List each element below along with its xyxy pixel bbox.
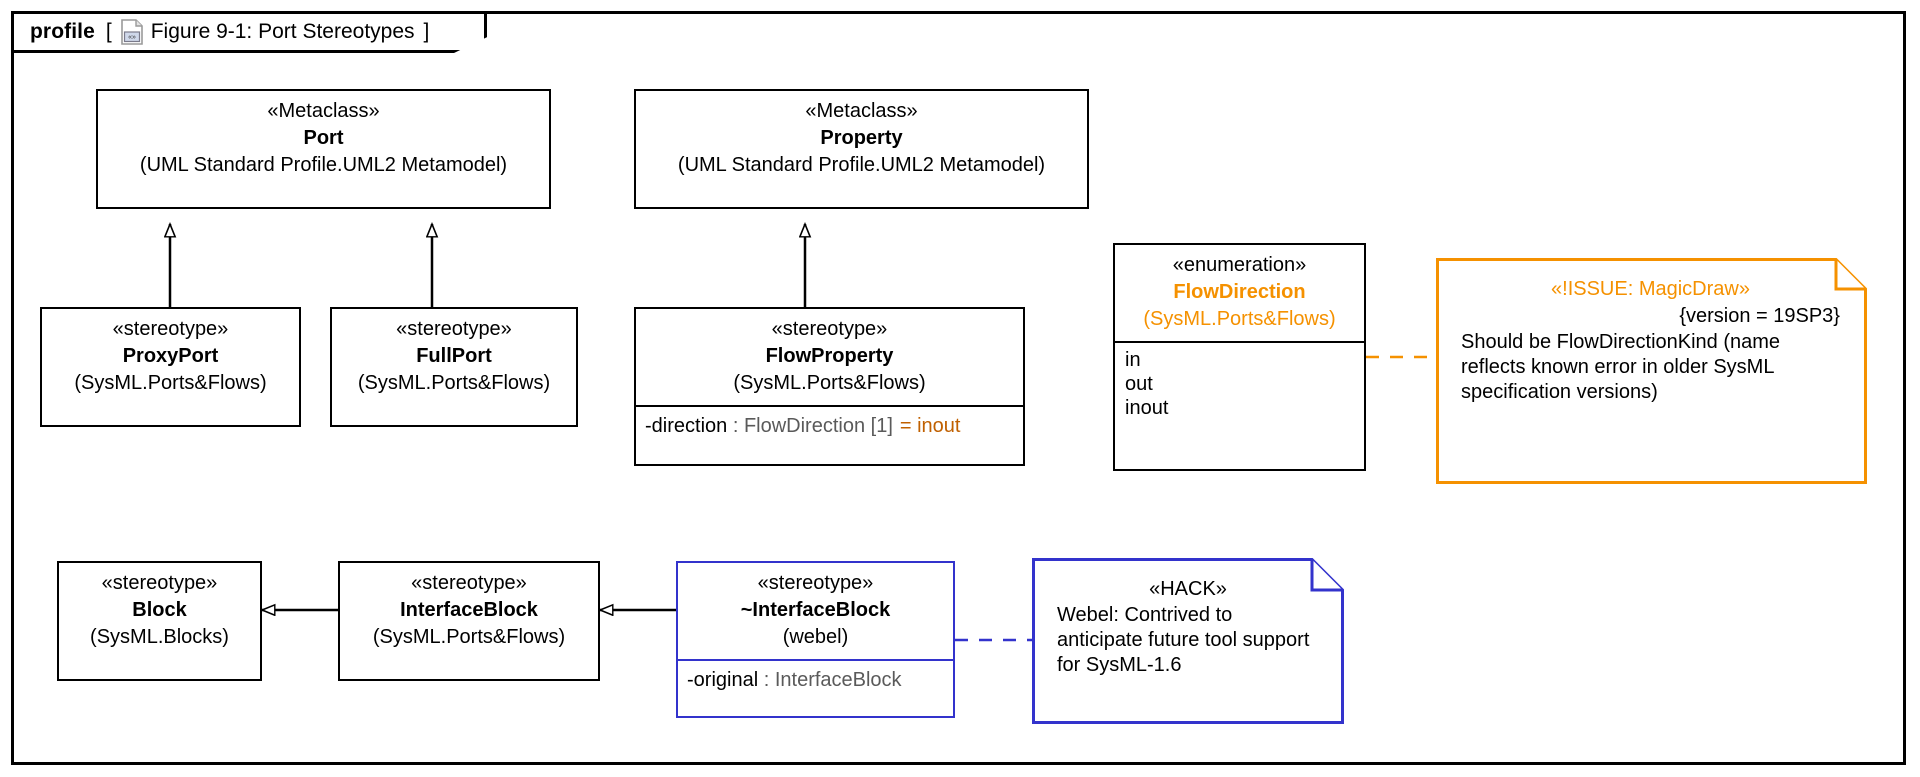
flowproperty-compartment-divider xyxy=(636,405,1023,407)
frame-header-tab: profile [ «» Figure 9-1: Port Stereotype… xyxy=(11,11,488,53)
class-box-proxyport[interactable]: «stereotype» ProxyPort (SysML.Ports&Flow… xyxy=(40,307,301,427)
block-stereotype-label: «stereotype» xyxy=(101,572,218,594)
flowdirection-compartment-divider xyxy=(1115,341,1364,343)
diagram-document-icon: «» xyxy=(120,19,143,45)
fullport-stereotype-label: «stereotype» xyxy=(396,318,512,340)
property-name: Property xyxy=(820,127,903,149)
port-name: Port xyxy=(303,127,344,149)
tilde-interfaceblock-attribute-name: -original xyxy=(687,669,759,691)
interfaceblock-qualified-name: (SysML.Ports&Flows) xyxy=(372,626,566,648)
note-issue-shape xyxy=(1436,258,1867,484)
fullport-name: FullPort xyxy=(416,345,492,367)
tilde-interfaceblock-stereotype-label: «stereotype» xyxy=(757,572,874,594)
port-qualified-name: (UML Standard Profile.UML2 Metamodel) xyxy=(139,154,508,176)
tilde-interfaceblock-qualified-name: (webel) xyxy=(782,626,849,648)
class-box-property[interactable]: «Metaclass» Property (UML Standard Profi… xyxy=(634,89,1089,209)
flowdirection-name: FlowDirection xyxy=(1173,281,1306,303)
class-box-flowdirection[interactable]: «enumeration» FlowDirection (SysML.Ports… xyxy=(1113,243,1366,471)
proxyport-name: ProxyPort xyxy=(122,345,219,367)
flowproperty-qualified-name: (SysML.Ports&Flows) xyxy=(733,372,926,394)
flowdirection-qualified-name: (SysML.Ports&Flows) xyxy=(1143,308,1336,330)
flowproperty-attribute-name: -direction xyxy=(645,415,728,437)
flowproperty-attribute-type: FlowDirection [1] xyxy=(743,415,893,437)
frame-bracket-open: [ xyxy=(105,20,112,43)
flowdirection-literal-out: out xyxy=(1125,373,1153,395)
flowproperty-attribute-colon: : xyxy=(727,415,744,437)
class-box-flowproperty[interactable]: «stereotype» FlowProperty (SysML.Ports&F… xyxy=(634,307,1025,466)
note-issue-body: Should be FlowDirectionKind (name reflec… xyxy=(1461,331,1781,403)
note-issue-version: {version = 19SP3} xyxy=(1679,305,1840,327)
flowproperty-stereotype-label: «stereotype» xyxy=(771,318,888,340)
note-issue-title: «!ISSUE: MagicDraw» xyxy=(1551,278,1750,300)
proxyport-qualified-name: (SysML.Ports&Flows) xyxy=(74,372,267,394)
tilde-interfaceblock-attribute-colon: : xyxy=(758,669,775,691)
block-qualified-name: (SysML.Blocks) xyxy=(90,626,229,648)
frame-kind-label: profile xyxy=(30,20,95,43)
flowdirection-literal-inout: inout xyxy=(1125,397,1169,419)
flowproperty-attribute-default: = inout xyxy=(899,415,961,437)
frame-title: Figure 9-1: Port Stereotypes xyxy=(150,20,415,43)
proxyport-stereotype-label: «stereotype» xyxy=(112,318,229,340)
note-hack-shape xyxy=(1032,558,1344,724)
flowdirection-stereotype-label: «enumeration» xyxy=(1172,254,1307,276)
tilde-interfaceblock-name: ~InterfaceBlock xyxy=(740,599,891,621)
class-box-fullport[interactable]: «stereotype» FullPort (SysML.Ports&Flows… xyxy=(330,307,578,427)
tilde-interfaceblock-attribute-original[interactable]: -original : InterfaceBlock xyxy=(687,666,945,694)
note-hack-title: «HACK» xyxy=(1149,578,1227,600)
svg-text:«»: «» xyxy=(128,34,136,41)
frame-bracket-close: ] xyxy=(423,20,430,43)
property-stereotype-label: «Metaclass» xyxy=(805,100,918,122)
flowproperty-attribute-direction[interactable]: -direction : FlowDirection [1] = inout xyxy=(645,412,1015,440)
fullport-qualified-name: (SysML.Ports&Flows) xyxy=(357,372,551,394)
block-name: Block xyxy=(132,599,187,621)
class-box-interfaceblock[interactable]: «stereotype» InterfaceBlock (SysML.Ports… xyxy=(338,561,600,681)
flowdirection-literal-in: in xyxy=(1125,349,1141,371)
interfaceblock-name: InterfaceBlock xyxy=(400,599,538,621)
class-box-tilde-interfaceblock[interactable]: «stereotype» ~InterfaceBlock (webel) -or… xyxy=(676,561,955,718)
port-stereotype-label: «Metaclass» xyxy=(267,100,380,122)
flowproperty-name: FlowProperty xyxy=(765,345,894,367)
note-issue-magicdraw[interactable]: «!ISSUE: MagicDraw» {version = 19SP3} Sh… xyxy=(1436,258,1867,484)
class-box-port[interactable]: «Metaclass» Port (UML Standard Profile.U… xyxy=(96,89,551,209)
note-hack-webel[interactable]: «HACK» Webel: Contrived to anticipate fu… xyxy=(1032,558,1344,724)
tilde-interfaceblock-attribute-type: InterfaceBlock xyxy=(774,669,902,691)
tilde-interfaceblock-compartment-divider xyxy=(678,659,953,661)
property-qualified-name: (UML Standard Profile.UML2 Metamodel) xyxy=(677,154,1046,176)
interfaceblock-stereotype-label: «stereotype» xyxy=(411,572,527,594)
note-hack-body: Webel: Contrived to anticipate future to… xyxy=(1057,604,1310,676)
class-box-block[interactable]: «stereotype» Block (SysML.Blocks) xyxy=(57,561,262,681)
